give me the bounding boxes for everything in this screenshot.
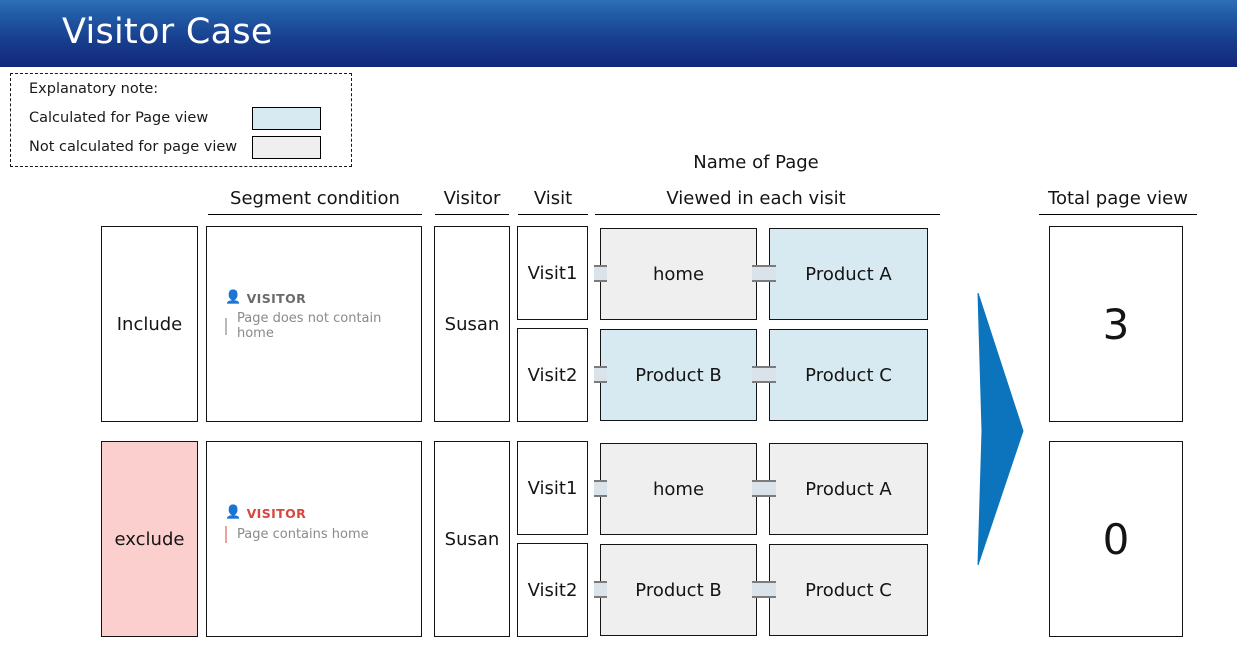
page-cell-row1-visit1-page1: home	[600, 228, 757, 320]
page-title: Visitor Case	[62, 12, 273, 52]
segment-visitor-label-row1: VISITOR	[246, 291, 307, 306]
connector-row1-visit1-mid-right	[763, 265, 776, 282]
segment-description-row1: Page does not contain home	[225, 311, 421, 341]
legend-swatch-not-calculated	[252, 136, 321, 159]
connector-row2-visit1-mid-left	[752, 480, 765, 497]
visit-cell-row2-visit1: Visit1	[517, 441, 588, 535]
segment-description-text-row2: Page contains home	[237, 527, 369, 542]
column-rule-viewed-in-each-visit	[595, 214, 940, 215]
column-rule-visit	[518, 214, 588, 215]
flow-arrow-icon	[977, 293, 1024, 565]
total-page-view-cell-row2: 0	[1049, 441, 1183, 637]
connector-row1-visit2-mid-right	[763, 366, 776, 383]
header-banner: Visitor Case	[0, 0, 1237, 67]
column-header-viewed-in-each-visit: Viewed in each visit	[666, 188, 846, 209]
column-rule-segment-condition	[208, 214, 422, 215]
connector-row2-visit2-left	[594, 581, 607, 598]
segment-description-text-row1: Page does not contain home	[236, 311, 382, 341]
page-cell-row1-visit2-page1: Product B	[600, 329, 757, 421]
connector-row1-visit2-left	[594, 366, 607, 383]
segment-condition-cell-row1: 👤 VISITOR Page does not contain home	[206, 226, 422, 422]
page-cell-row2-visit1-page2: Product A	[769, 443, 928, 535]
total-page-view-cell-row1: 3	[1049, 226, 1183, 422]
connector-row1-visit2-mid-left	[752, 366, 765, 383]
segment-visitor-type-row1: 👤 VISITOR	[225, 291, 421, 306]
connector-row2-visit2-mid-right	[763, 581, 776, 598]
legend-swatch-calculated	[252, 107, 321, 130]
page-cell-row2-visit2-page2: Product C	[769, 544, 928, 636]
segment-divider-bar-icon	[225, 526, 227, 543]
legend-label-not-calculated: Not calculated for page view	[29, 139, 238, 155]
legend-title: Explanatory note:	[29, 81, 159, 97]
legend-label-calculated: Calculated for Page view	[29, 110, 209, 126]
visitor-cell-row1: Susan	[434, 226, 510, 422]
segment-condition-cell-row2: 👤 VISITOR Page contains home	[206, 441, 422, 637]
connector-row2-visit1-left	[594, 480, 607, 497]
segment-condition-content-row1: 👤 VISITOR Page does not contain home	[225, 291, 421, 341]
visit-cell-row1-visit1: Visit1	[517, 226, 588, 320]
page-cell-row2-visit1-page1: home	[600, 443, 757, 535]
visit-cell-row1-visit2: Visit2	[517, 328, 588, 422]
inclusion-cell-exclude: exclude	[101, 441, 198, 637]
page-cell-row1-visit1-page2: Product A	[769, 228, 928, 320]
segment-divider-bar-icon	[225, 317, 227, 335]
column-header-visit: Visit	[533, 188, 573, 209]
segment-visitor-label-row2: VISITOR	[246, 506, 307, 521]
connector-row1-visit1-left	[594, 265, 607, 282]
person-icon: 👤	[225, 505, 242, 520]
segment-visitor-type-row2: 👤 VISITOR	[225, 506, 369, 521]
column-header-segment-condition: Segment condition	[230, 188, 400, 209]
page-cell-row1-visit2-page2: Product C	[769, 329, 928, 421]
column-header-name-of-page: Name of Page	[693, 152, 819, 173]
inclusion-cell-include: Include	[101, 226, 198, 422]
column-rule-total-page-view	[1039, 214, 1197, 215]
person-icon: 👤	[225, 290, 242, 305]
legend-box: Explanatory note: Calculated for Page vi…	[10, 73, 352, 167]
visitor-cell-row2: Susan	[434, 441, 510, 637]
connector-row2-visit1-mid-right	[763, 480, 776, 497]
visit-cell-row2-visit2: Visit2	[517, 543, 588, 637]
connector-row2-visit2-mid-left	[752, 581, 765, 598]
column-rule-visitor	[435, 214, 509, 215]
segment-description-row2: Page contains home	[225, 526, 369, 543]
column-header-visitor: Visitor	[443, 188, 501, 209]
column-header-total-page-view: Total page view	[1048, 188, 1188, 209]
connector-row1-visit1-mid-left	[752, 265, 765, 282]
segment-condition-content-row2: 👤 VISITOR Page contains home	[225, 506, 369, 543]
page-cell-row2-visit2-page1: Product B	[600, 544, 757, 636]
